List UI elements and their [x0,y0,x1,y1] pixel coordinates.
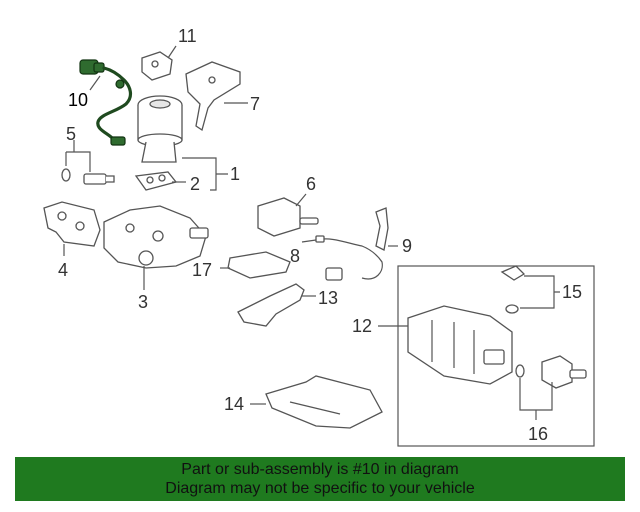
group-12-box [397,265,595,447]
callout-15: 15 [562,282,582,302]
part-1-egr-valve[interactable] [137,95,183,163]
part-2-gasket[interactable] [134,171,178,191]
part-7-bracket[interactable] [185,61,241,132]
callout-5: 5 [66,124,76,144]
callout-labels: 11 10 7 5 1 2 6 8 9 4 17 15 3 13 12 14 1… [58,26,582,444]
callout-14: 14 [224,394,244,414]
banner-line-1: Part or sub-assembly is #10 in diagram [181,461,459,478]
part-17-pad[interactable] [227,251,291,279]
part-8-wire[interactable] [315,235,383,281]
part-4-gasket-plate[interactable] [43,201,101,247]
part-15-clip[interactable] [500,265,526,314]
part-11-bracket[interactable] [141,51,173,81]
callout-4: 4 [58,260,68,280]
callout-10: 10 [68,90,88,110]
part-13-bracket[interactable] [237,283,305,327]
callout-2: 2 [190,174,200,194]
callout-13: 13 [318,288,338,308]
callout-7: 7 [250,94,260,114]
callout-17: 17 [192,260,212,280]
part-10-oxygen-sensor[interactable] [79,59,133,146]
part-9-clip[interactable] [375,207,389,251]
part-3-throttle-body[interactable] [103,205,209,269]
part-14-tray[interactable] [265,375,383,429]
callout-8: 8 [290,246,300,266]
callout-11: 11 [178,26,197,46]
callout-1: 1 [230,164,240,184]
part-6-sensor-module[interactable] [257,197,319,237]
parts-diagram: 11 10 7 5 1 2 6 8 9 4 17 15 3 13 12 14 1… [43,26,595,447]
info-banner: Part or sub-assembly is #10 in diagram D… [15,457,625,501]
callout-3: 3 [138,292,148,312]
part-12-canister[interactable] [407,305,513,385]
part-16-valve[interactable] [515,355,587,389]
banner-line-2: Diagram may not be specific to your vehi… [165,480,475,497]
callout-9: 9 [402,236,412,256]
callout-16: 16 [528,424,548,444]
callout-12: 12 [352,316,372,336]
callout-6: 6 [306,174,316,194]
part-5-sensor[interactable] [61,168,115,185]
leader-lines [63,45,560,420]
